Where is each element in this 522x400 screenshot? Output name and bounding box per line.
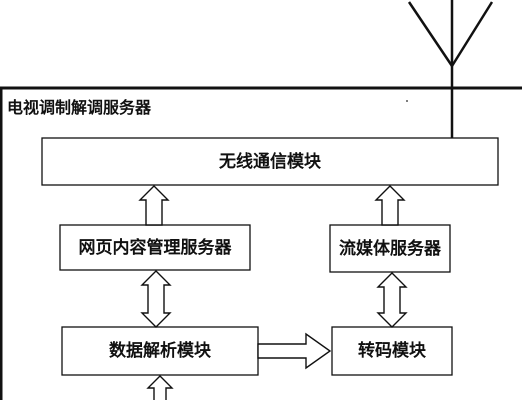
transcoder-block: 转码模块 xyxy=(331,326,453,376)
arrow-web-to-wireless xyxy=(138,185,170,226)
transcoder-label: 转码模块 xyxy=(358,340,427,361)
arrow-streaming-transcoder-bidirectional xyxy=(376,272,408,328)
arrow-data-to-transcoder xyxy=(257,332,332,370)
scan-dot xyxy=(406,100,408,102)
wireless-module-label: 无线通信模块 xyxy=(218,151,322,172)
streaming-server-block: 流媒体服务器 xyxy=(329,224,451,273)
arrow-streaming-to-wireless xyxy=(374,185,406,226)
server-container xyxy=(0,86,522,400)
web-content-server-block: 网页内容管理服务器 xyxy=(59,224,251,271)
wireless-module-block: 无线通信模块 xyxy=(41,137,499,186)
arrow-web-data-bidirectional xyxy=(140,270,172,328)
arrow-into-data-parser xyxy=(146,375,174,400)
data-parser-label: 数据解析模块 xyxy=(109,340,212,361)
streaming-server-label: 流媒体服务器 xyxy=(339,238,442,259)
data-parser-block: 数据解析模块 xyxy=(61,326,259,376)
antenna-icon xyxy=(407,0,494,138)
container-title: 电视调制解调服务器 xyxy=(7,98,152,117)
web-content-server-label: 网页内容管理服务器 xyxy=(79,237,233,258)
